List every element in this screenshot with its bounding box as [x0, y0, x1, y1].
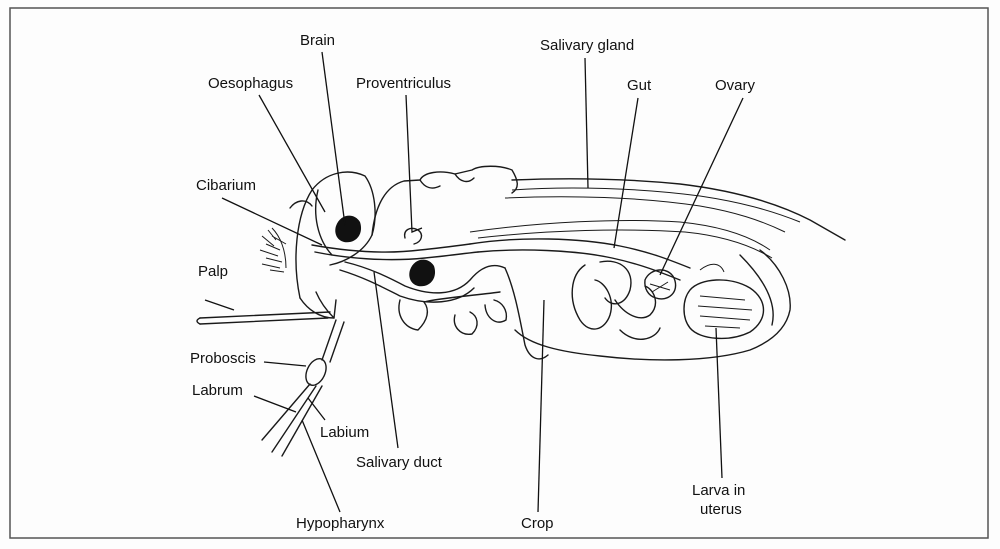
label-proventriculus: Proventriculus	[356, 75, 451, 92]
internal-organs	[312, 216, 772, 359]
label-labrum: Labrum	[192, 382, 243, 399]
leader-lines	[205, 52, 743, 512]
label-larva-in-uterus-line1: Larva in	[692, 482, 745, 499]
thoracic-ganglion	[409, 260, 435, 287]
hypopharynx-stylet	[272, 386, 316, 452]
label-hypopharynx: Hypopharynx	[296, 515, 385, 532]
proboscis-bulb	[302, 356, 330, 389]
label-ovary: Ovary	[715, 77, 756, 94]
label-labium: Labium	[320, 424, 369, 441]
brain-mass	[335, 216, 361, 243]
figure-frame	[10, 8, 988, 538]
label-salivary-gland: Salivary gland	[540, 37, 634, 54]
palp-structure	[200, 312, 330, 318]
labels: Brain Oesophagus Proventriculus Salivary…	[190, 32, 756, 532]
label-salivary-duct: Salivary duct	[356, 454, 443, 471]
label-proboscis: Proboscis	[190, 350, 256, 367]
label-brain: Brain	[300, 32, 335, 49]
label-oesophagus: Oesophagus	[208, 75, 293, 92]
label-gut: Gut	[627, 77, 652, 94]
label-crop: Crop	[521, 515, 554, 532]
label-larva-in-uterus-line2: uterus	[700, 501, 742, 518]
label-palp: Palp	[198, 263, 228, 280]
label-cibarium: Cibarium	[196, 177, 256, 194]
